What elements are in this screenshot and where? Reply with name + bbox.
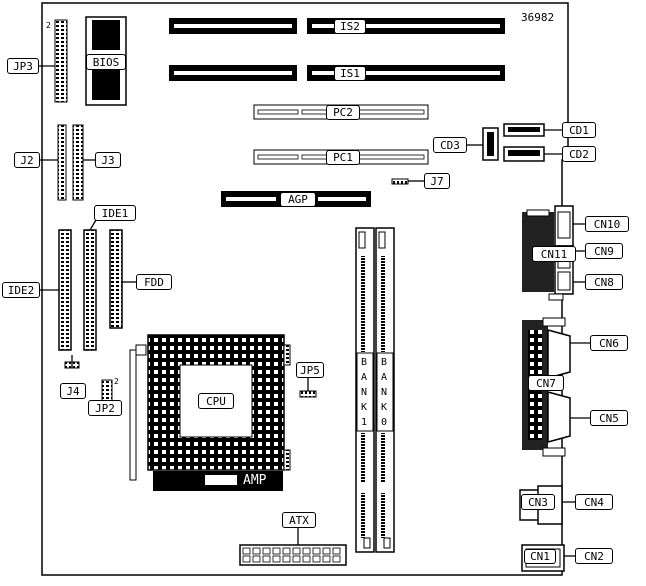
diagram-id: 36982: [521, 11, 555, 24]
is1-label: IS1: [334, 66, 366, 81]
cn7-label: CN7: [528, 375, 564, 391]
atx-pins: [242, 547, 341, 563]
cn4-label: CN4: [575, 494, 613, 510]
cn10-label: CN10: [585, 216, 629, 232]
bank1-letter-3: N: [361, 387, 368, 398]
jp3-pin-marker: 2: [46, 21, 51, 30]
atx-label: ATX: [282, 512, 316, 528]
ide2-label: IDE2: [2, 282, 40, 298]
bank0-letter-4: K: [381, 402, 388, 413]
bios-label: BIOS: [86, 54, 126, 70]
j3-header: [72, 124, 84, 201]
leader-lines: [38, 65, 590, 557]
j2-label: J2: [14, 152, 40, 168]
cd1-label: CD1: [562, 122, 596, 138]
cn1-label: CN1: [524, 549, 556, 564]
cn9-label: CN9: [585, 243, 623, 259]
cn11-label: CN11: [532, 246, 576, 262]
fdd-connector: [109, 229, 123, 329]
bank0-letter-1: B: [381, 357, 388, 368]
fdd-label: FDD: [136, 274, 172, 290]
ide1-label: IDE1: [94, 205, 136, 221]
bank1-letter-1: B: [361, 357, 368, 368]
jp2-pin-marker: 2: [114, 377, 119, 386]
cd3-label: CD3: [433, 137, 467, 153]
j4-label: J4: [60, 383, 86, 399]
bank1-letter-5: 1: [361, 417, 368, 428]
j2-header: [57, 124, 67, 201]
jp2-label: JP2: [88, 400, 122, 416]
cn5-label: CN5: [590, 410, 628, 426]
j7-jumper: [391, 178, 409, 185]
is2-label: IS2: [334, 19, 366, 34]
pc1-label: PC1: [326, 150, 360, 165]
jp5-label: JP5: [296, 362, 324, 378]
j7-label: J7: [424, 173, 450, 189]
ide2-connector: [58, 229, 72, 351]
bank1-letter-4: K: [361, 402, 368, 413]
jp3-header: [54, 19, 68, 103]
cn6-label: CN6: [590, 335, 628, 351]
bank0-letter-3: N: [381, 387, 388, 398]
cpu-label: CPU: [198, 393, 234, 409]
agp-label: AGP: [280, 192, 316, 207]
jp5-jumper: [299, 390, 317, 398]
bank0-letter-2: A: [381, 372, 388, 383]
cn8-label: CN8: [585, 274, 623, 290]
bank0-letter-5: 0: [381, 417, 388, 428]
pc2-label: PC2: [326, 105, 360, 120]
rear-io-upper: [522, 205, 574, 301]
cd2-label: CD2: [562, 146, 596, 162]
jp3-label: JP3: [7, 58, 39, 74]
j3-label: J3: [95, 152, 121, 168]
cn2-label: CN2: [575, 548, 613, 564]
ide1-connector: [83, 229, 97, 351]
cn3-label: CN3: [521, 494, 555, 510]
bank1-letter-2: A: [361, 372, 368, 383]
amp-label: AMP: [243, 473, 267, 488]
